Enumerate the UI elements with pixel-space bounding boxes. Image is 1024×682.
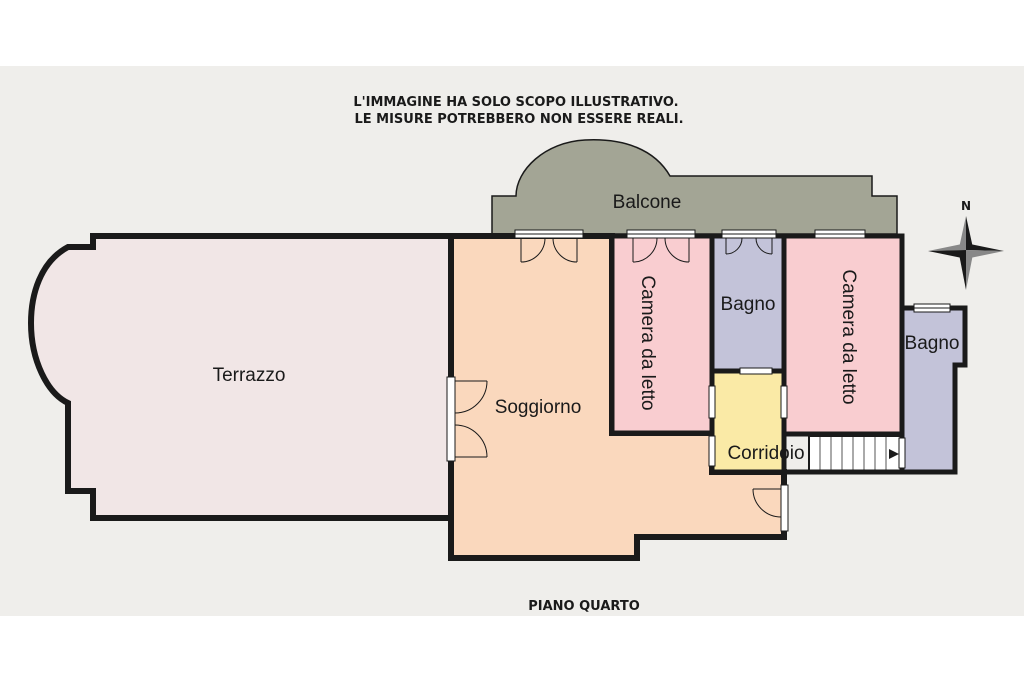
door-bagno-2 (898, 437, 906, 469)
door-terrazzo (446, 376, 488, 462)
label-bagno-1: Bagno (721, 294, 776, 315)
window-camera-1 (626, 229, 696, 239)
label-terrazzo: Terrazzo (213, 365, 286, 386)
disclaimer-line-2: LE MISURE POTREBBERO NON ESSERE REALI. (354, 112, 683, 127)
stairs-arrow (889, 449, 899, 459)
stairs-steps (819, 437, 887, 471)
label-balcone: Balcone (613, 192, 682, 213)
label-bagno-2: Bagno (905, 333, 960, 354)
door-swing-soggiorno (520, 237, 578, 263)
door-corridoio-bagno (739, 367, 773, 375)
door-swing-camera-1 (632, 237, 690, 263)
stairs (808, 435, 903, 473)
room-camera-1 (609, 233, 715, 436)
label-camera-2: Camera da letto (838, 269, 859, 404)
door-swing-bagno-1 (725, 237, 773, 255)
window-bagno-1 (721, 229, 777, 239)
door-corridoio-soggiorno (708, 435, 716, 467)
label-soggiorno: Soggiorno (495, 397, 582, 418)
room-balcone (491, 139, 898, 235)
label-camera-1: Camera da letto (637, 275, 658, 410)
door-corridoio-camera-1 (708, 385, 716, 419)
room-camera-2 (781, 233, 905, 437)
floor-label: PIANO QUARTO (528, 599, 640, 614)
door-corridoio-camera-2 (780, 385, 788, 419)
room-terrazzo (27, 233, 454, 521)
compass-icon (928, 216, 1004, 290)
room-bagno-2 (899, 305, 968, 475)
disclaimer-line-1: L'IMMAGINE HA SOLO SCOPO ILLUSTRATIVO. (353, 95, 678, 110)
compass-north-label: N (961, 199, 971, 213)
door-entrance (752, 484, 789, 532)
window-bagno-2 (913, 303, 951, 313)
window-soggiorno (514, 229, 584, 239)
label-corridoio: Corridoio (727, 443, 804, 464)
window-camera-2 (814, 229, 866, 239)
